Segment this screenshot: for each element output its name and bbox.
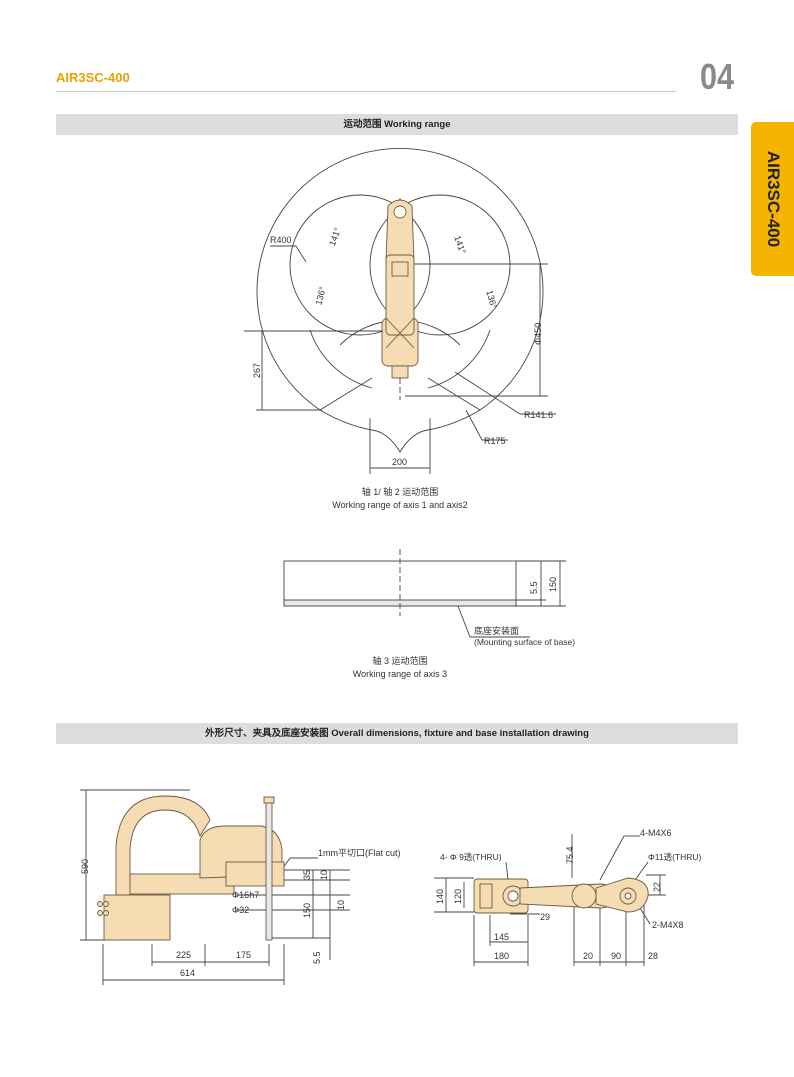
section-bar-working-range: 运动范围 Working range [56,114,738,135]
label-590: 590 [80,859,90,874]
label-145: 145 [494,932,509,942]
label-225: 225 [176,950,191,960]
top-view-diagram [434,834,666,966]
fig2-caption-en: Working range of axis 3 [352,669,448,679]
label-22: 22 [652,882,662,892]
label-150-side: 150 [302,903,312,918]
label-10-a: 10 [319,870,329,880]
fig2-caption: 轴 3 运动范围 Working range of axis 3 [300,655,500,681]
label-10-b: 10 [336,900,346,910]
fig1-caption: 轴 1/ 轴 2 运动范围 Working range of axis 1 an… [300,486,500,512]
label-5-5-side: 5.5 [312,951,322,964]
section-bar-dimensions: 外形尺寸、夹具及底座安装图 Overall dimensions, fixtur… [56,723,738,744]
robot-top-plan [473,877,649,914]
fig2-caption-cn: 轴 3 运动范围 [372,656,428,666]
label-141-left: 141° [327,226,343,247]
axis3-working-range-diagram [283,549,566,638]
label-phi11: Φ11透(THRU) [648,852,702,862]
label-r175: R175 [484,436,506,446]
side-view-diagram [80,789,350,985]
label-136-right: 136° [484,289,499,310]
label-140: 140 [435,889,445,904]
label-mount-en: (Mounting surface of base) [474,637,575,647]
label-175: 175 [236,950,251,960]
label-r1416: R141.6 [524,410,553,420]
label-120: 120 [453,889,463,904]
label-29: 29 [540,912,550,922]
fig1-caption-cn: 轴 1/ 轴 2 运动范围 [361,487,439,497]
fig1-caption-en: Working range of axis 1 and axis2 [332,500,468,510]
label-r400: R400 [270,235,292,245]
label-flat-cut: 1mm平切口(Flat cut) [318,848,401,858]
side-tab: AIR3SC-400 [751,122,794,276]
label-2-m4x8: 2-M4X8 [652,920,684,930]
label-5-5: 5.5 [529,581,539,594]
page-number: 04 [700,56,735,97]
label-200: 200 [392,457,407,467]
label-28: 28 [648,951,658,961]
label-35: 35 [302,870,312,880]
robot-top-view [381,199,419,379]
label-90: 90 [611,951,621,961]
label-141-right: 141° [452,234,468,255]
model-title: AIR3SC-400 [56,70,130,85]
label-614: 614 [180,968,195,978]
label-75-4: 75.4 [565,846,575,864]
header-rule [56,91,676,92]
label-mount-cn: 底座安装面 [474,625,519,636]
label-136-left: 136° [313,285,328,306]
robot-side-view [97,795,285,941]
label-180: 180 [494,951,509,961]
label-phi32: Φ32 [232,905,249,915]
label-20: 20 [583,951,593,961]
label-phi16: Φ16h7 [232,890,259,900]
label-267: 267 [252,363,262,378]
label-phi9: 4- Φ 9透(THRU) [440,852,502,862]
label-4-m4x6: 4-M4X6 [640,828,672,838]
label-phi450: Φ450 [533,323,543,345]
label-150: 150 [548,577,558,592]
